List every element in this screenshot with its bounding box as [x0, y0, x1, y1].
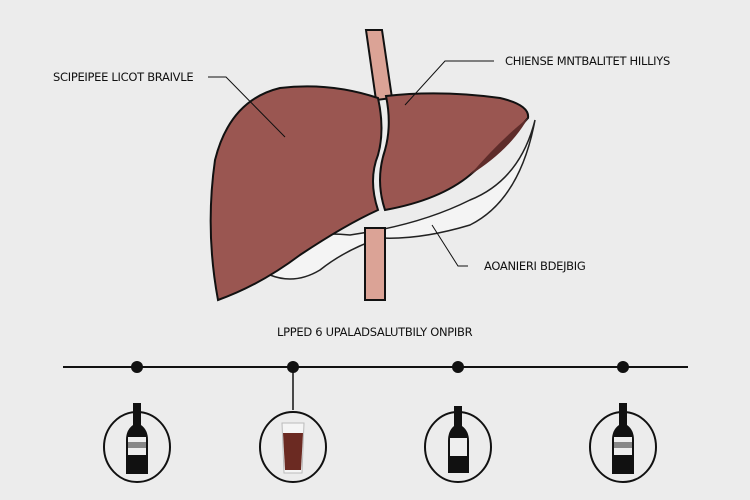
timeline-dots	[131, 361, 629, 410]
lower-vessel	[364, 227, 386, 301]
label-lower: AOANIERI BDEJBIG	[484, 259, 586, 273]
leader-lower	[431, 224, 468, 267]
liver-left-lobe	[209, 85, 383, 302]
wine-bottle-icon	[424, 406, 492, 483]
glass-icon	[259, 411, 327, 483]
leader-right	[404, 60, 494, 106]
label-right-lobe: CHIENSE MNTBALITET HILLIYS	[505, 54, 671, 68]
timeline-dot	[131, 361, 143, 373]
label-left-lobe: SCIPEIPEE LICOT BRAIVLE	[53, 70, 194, 84]
upper-vessel	[364, 29, 394, 102]
wine-bottle-icon	[589, 403, 657, 483]
timeline-dot	[452, 361, 464, 373]
wine-bottle-icon	[103, 403, 171, 483]
liver-shadow	[470, 118, 528, 175]
timeline-dot	[617, 361, 629, 373]
timeline-title: LPPED 6 UPALADSALUTBILY ONPIBR	[277, 325, 473, 339]
leader-left	[208, 76, 286, 138]
